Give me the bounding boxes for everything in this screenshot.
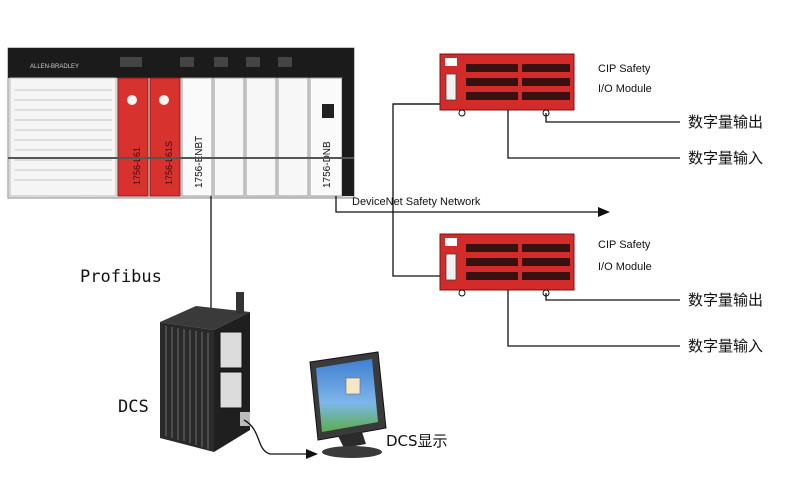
slot-label-safety-partner: 1756-L61S: [164, 141, 174, 185]
io-module-title-line2: I/O Module: [598, 83, 652, 95]
dcs-top-face: [160, 306, 250, 330]
digital-input-label: 数字量输入: [688, 149, 763, 167]
display-cable-arrowhead: [306, 449, 318, 459]
plc-dnb-module: [309, 77, 343, 197]
slot-label-dnb: 1756-DNB: [322, 141, 333, 188]
io-module-badge: [445, 58, 457, 66]
io-terminal-rows: [466, 244, 570, 280]
plc-empty-slot: [245, 77, 277, 197]
dcs-side-connector: [240, 412, 250, 426]
io-module-title-line1: CIP Safety: [598, 239, 651, 251]
io-module-badge: [445, 238, 457, 246]
plc-top-terminal: [180, 57, 194, 67]
plc-enbt-module: [181, 77, 213, 197]
plc-empty-slot: [213, 77, 245, 197]
profibus-label: Profibus: [80, 267, 162, 287]
dcs-fins: [165, 326, 209, 449]
io-terminal-screw: [458, 109, 466, 117]
monitor-window-icon: [345, 377, 361, 395]
io-module-top: CIP Safety I/O Module 数字量输出 数字量输入: [439, 53, 763, 167]
dcs-unit: DCS: [118, 292, 250, 452]
plc-end-cap: [342, 78, 354, 196]
dnb-connector: [322, 104, 334, 118]
dcs-handle: [236, 292, 244, 314]
controller-status-icon: [159, 95, 169, 105]
controller-status-icon: [127, 95, 137, 105]
monitor-screen: [316, 359, 378, 432]
plc-top-terminal: [246, 57, 260, 67]
plc-controller-module: [117, 77, 149, 197]
digital-output-label: 数字量输出: [688, 291, 763, 309]
io-module-bottom: CIP Safety I/O Module 数字量输出 数字量输入: [439, 233, 763, 355]
dcs-label: DCS: [118, 397, 149, 417]
slot-label-controller: 1756-L61: [132, 147, 142, 185]
io-terminal-screw: [458, 289, 466, 297]
dcs-front-face: [160, 322, 214, 452]
dcs-monitor: DCS显示: [309, 351, 448, 458]
bus-arrowhead: [598, 207, 610, 217]
io-terminal-rows: [466, 64, 570, 100]
devicenet-bus: DeviceNet Safety Network: [335, 103, 610, 277]
plc-top-terminal: [278, 57, 292, 67]
dcs-io-panel: [219, 331, 243, 369]
plc-power-vents: [14, 89, 112, 181]
slot-label-enbt: 1756-ENBT: [194, 136, 205, 188]
monitor-stand: [338, 432, 366, 448]
io-module-port: [445, 253, 457, 281]
plc-power-supply: [9, 77, 117, 197]
plc-top-terminal: [120, 57, 142, 67]
dcs-display-cable: [243, 419, 306, 455]
plc-logo: ALLEN-BRADLEY: [30, 64, 79, 70]
plc-top-terminal: [214, 57, 228, 67]
monitor-base: [322, 446, 382, 458]
devicenet-label: DeviceNet Safety Network: [352, 196, 481, 208]
dcs-display-label: DCS显示: [386, 432, 448, 450]
plc-empty-slot: [277, 77, 309, 197]
io-module-title-line2: I/O Module: [598, 261, 652, 273]
plc-chassis: ALLEN-BRADLEY 1756-L61 1756-L61S 1756-: [7, 47, 355, 199]
dcs-io-panel: [219, 371, 243, 409]
digital-output-label: 数字量输出: [688, 113, 763, 131]
io-module-title-line1: CIP Safety: [598, 63, 651, 75]
io-module-port: [445, 73, 457, 101]
digital-input-label: 数字量输入: [688, 337, 763, 355]
